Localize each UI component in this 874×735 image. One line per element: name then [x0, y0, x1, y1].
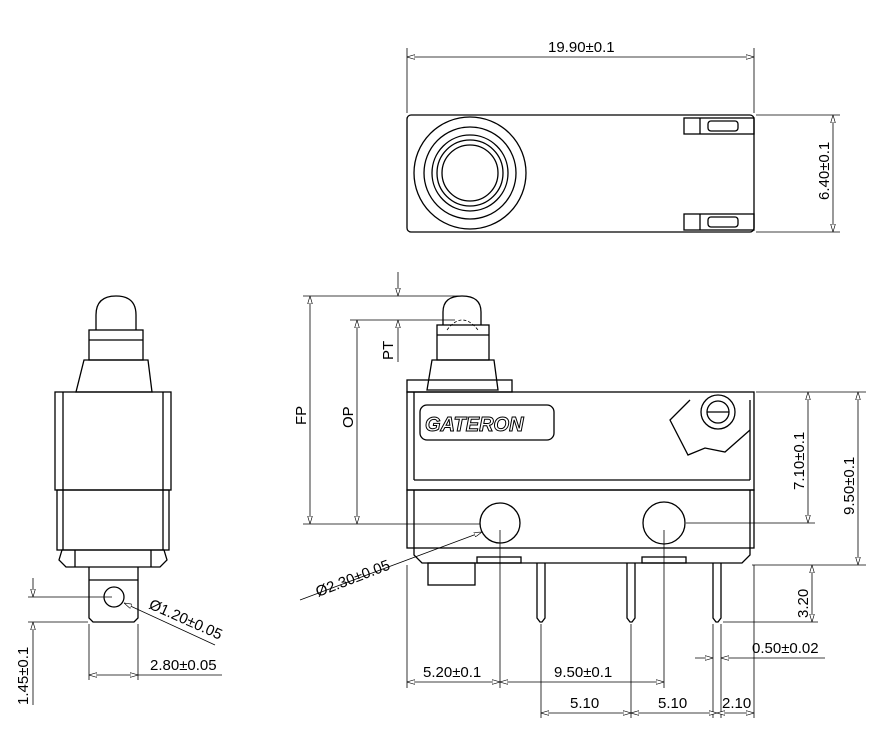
brand-logo: GATERON	[425, 414, 524, 436]
top-width-label: 6.40±0.1	[816, 142, 833, 200]
hole-height-label: 7.10±0.1	[791, 432, 808, 490]
body-height-label: 9.50±0.1	[841, 457, 858, 515]
pins	[536, 563, 722, 623]
side-view: 1.45±0.1 Ø1.20±0.05 2.80±0.05	[15, 295, 225, 705]
pt-label: PT	[380, 341, 397, 360]
pin-end-offset-label: 2.10	[722, 695, 751, 712]
side-hole-height-label: 1.45±0.1	[15, 647, 32, 705]
fp-label: FP	[293, 406, 310, 425]
pin-spacing-2-label: 5.10	[658, 695, 687, 712]
pin-length-label: 3.20	[795, 589, 812, 618]
front-hole-diameter-label: Ø2.30±0.05	[313, 557, 392, 601]
brand-logo-box	[419, 404, 555, 441]
first-hole-offset-label: 5.20±0.1	[423, 664, 481, 681]
op-label: OP	[340, 406, 357, 428]
side-tab-width-label: 2.80±0.05	[150, 657, 217, 674]
hole-spacing-label: 9.50±0.1	[554, 664, 612, 681]
pin-width-label: 0.50±0.02	[752, 640, 819, 657]
top-length-label: 19.90±0.1	[548, 39, 615, 56]
top-view: 19.90±0.1 6.40±0.1	[406, 39, 840, 233]
pin-spacing-1-label: 5.10	[570, 695, 599, 712]
front-view: GATERON FP OP PT Ø2.30±0.05	[293, 272, 866, 718]
side-hole-diameter-label: Ø1.20±0.05	[146, 596, 224, 643]
